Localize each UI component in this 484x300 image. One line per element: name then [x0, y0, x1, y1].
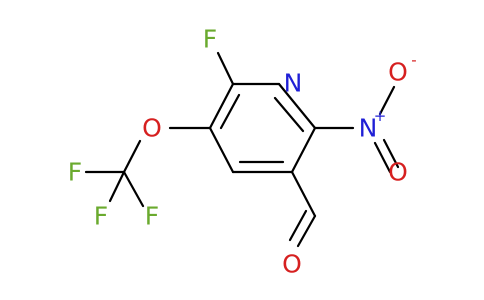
- bond-nitro-o-bottom-double: [382, 138, 400, 169]
- bond-c3-c2-inner: [219, 93, 241, 130]
- bond-cho-o: [296, 214, 317, 248]
- bond-c6-c5: [290, 126, 317, 174]
- atom-n-nitro: N: [359, 114, 378, 143]
- bond-c5-cho: [290, 170, 317, 218]
- atom-f-cf3-bottom: F: [94, 202, 108, 231]
- bond-o-cf3: [122, 139, 142, 174]
- atom-n-ring: N: [284, 69, 303, 98]
- atom-f-cf3-right: F: [145, 202, 159, 231]
- atom-f-ring: F: [203, 25, 217, 54]
- bond-n1-c6-inner: [273, 96, 305, 133]
- atom-o-nitro-top: O: [388, 58, 408, 87]
- atom-o-aldehyde: O: [282, 250, 302, 279]
- charge-n-nitro: +: [374, 107, 387, 125]
- bond-cf3-f-bottom: [108, 170, 126, 203]
- bond-cf3-f-right: [122, 170, 145, 208]
- bond-c2-f: [216, 51, 235, 86]
- atom-o-nitro-bottom: O: [388, 158, 408, 187]
- atom-o-ether: O: [142, 114, 162, 143]
- bond-c3-c2: [208, 82, 235, 130]
- charge-o-nitro-top: -: [411, 51, 416, 69]
- atom-f-cf3-left: F: [68, 158, 82, 187]
- bond-nitro-o-bottom: [373, 141, 392, 174]
- bond-cho-o-double: [288, 209, 308, 242]
- bond-n1-c6: [277, 82, 317, 130]
- bond-nitro-o-top: [378, 85, 396, 116]
- bond-c4-c3: [208, 126, 235, 174]
